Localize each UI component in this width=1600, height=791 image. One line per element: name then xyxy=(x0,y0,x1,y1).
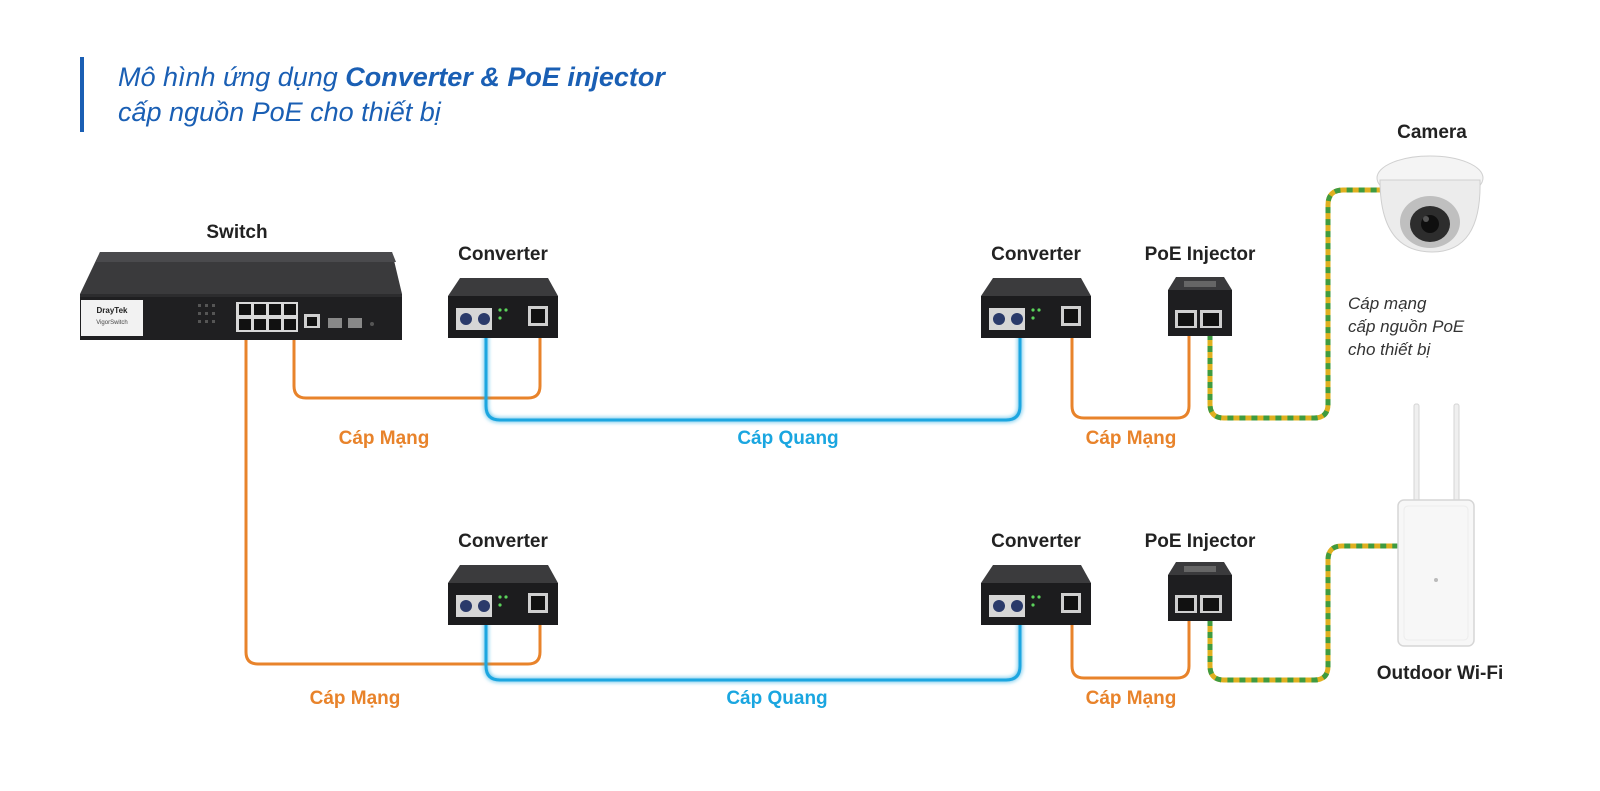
poe-note-line-1: Cáp mạng xyxy=(1348,294,1427,313)
camera-label: Camera xyxy=(1397,122,1467,143)
network-cable-switch-converter-top xyxy=(292,320,542,400)
converter-device-bottom-right xyxy=(981,565,1091,625)
title-line1-bold: Converter & PoE injector xyxy=(345,62,665,92)
network-cable-label-top-left: Cáp Mạng xyxy=(339,428,430,449)
converter-label-top-right: Converter xyxy=(991,244,1081,265)
fiber-cable-label-top: Cáp Quang xyxy=(737,428,838,449)
outdoor-wifi-ap-icon xyxy=(1397,403,1475,647)
network-cable-switch-converter-bottom xyxy=(244,326,542,666)
outdoor-wifi-label: Outdoor Wi-Fi xyxy=(1377,663,1503,684)
fiber-cable-top xyxy=(484,320,1022,422)
switch-model-text: VigorSwitch xyxy=(96,320,128,326)
title-line1-prefix: Mô hình ứng dụng xyxy=(118,62,346,92)
poe-cable-wifi xyxy=(1207,543,1400,683)
poe-injector-bottom xyxy=(1168,562,1232,621)
converter-device-top-left xyxy=(448,278,558,338)
fiber-cable-bottom xyxy=(484,605,1022,682)
poe-cable-camera xyxy=(1207,187,1392,421)
title-line2: cấp nguồn PoE cho thiết bị xyxy=(118,97,441,127)
converter-label-top-left: Converter xyxy=(458,244,548,265)
poe-injector-top xyxy=(1168,277,1232,336)
dome-camera-icon xyxy=(1376,155,1484,253)
network-cable-label-bottom-left: Cáp Mạng xyxy=(310,688,401,709)
converter-device-bottom-left xyxy=(448,565,558,625)
page-title: Mô hình ứng dụng Converter & PoE injecto… xyxy=(118,60,665,130)
converter-label-bottom-left: Converter xyxy=(458,531,548,552)
converter-label-bottom-right: Converter xyxy=(991,531,1081,552)
network-cable-label-bottom-right: Cáp Mạng xyxy=(1086,688,1177,709)
poe-note-line-3: cho thiết bị xyxy=(1348,340,1431,359)
poe-note-line-2: cấp nguồn PoE xyxy=(1348,317,1465,336)
network-cable-label-top-right: Cáp Mạng xyxy=(1086,428,1177,449)
switch-brand-text: DrayTek xyxy=(97,306,129,315)
poe-injector-label-top: PoE Injector xyxy=(1145,244,1256,265)
switch-ethernet-ports xyxy=(236,302,298,332)
network-cable-converter-poe-bottom xyxy=(1070,605,1191,680)
converter-device-top-right xyxy=(981,278,1091,338)
switch-label: Switch xyxy=(206,222,267,243)
network-cable-converter-poe-top xyxy=(1070,320,1191,420)
title-accent-bar xyxy=(80,57,84,132)
fiber-cable-label-bottom: Cáp Quang xyxy=(726,688,827,709)
switch-device: DrayTek VigorSwitch xyxy=(80,252,402,340)
poe-injector-label-bottom: PoE Injector xyxy=(1145,531,1256,552)
poe-cable-note: Cáp mạng cấp nguồn PoE cho thiết bị xyxy=(1348,292,1464,361)
